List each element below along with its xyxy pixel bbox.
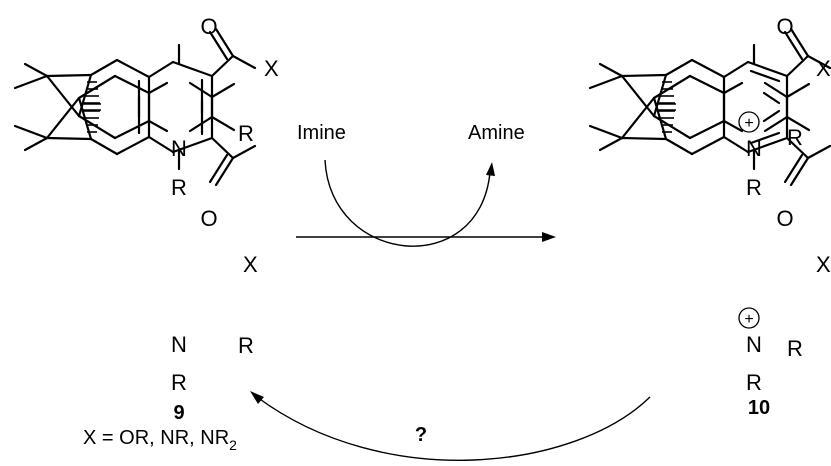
c-substituent-r: R xyxy=(238,333,254,358)
n-substituent-r: R xyxy=(171,175,187,200)
n-substituent-r: R xyxy=(746,175,762,200)
c-substituent-r: R xyxy=(787,125,803,150)
pyridinium-top: O X N + R R xyxy=(588,14,831,200)
c-substituent-r: R xyxy=(787,336,803,361)
ring-nitrogen: N xyxy=(746,332,762,357)
amine-byproduct: Amine xyxy=(468,122,525,144)
charge-sign: + xyxy=(744,115,753,132)
n-substituent-r: R xyxy=(746,370,762,395)
pyridinium-10: O X N + R R 10 xyxy=(588,43,831,419)
regeneration-curved-arrow xyxy=(250,391,651,461)
substituent-definition: X = OR, NR, NR2 xyxy=(83,427,237,453)
ring-nitrogen: N xyxy=(171,136,187,161)
c-substituent-r: R xyxy=(238,121,254,146)
positive-charge-icon xyxy=(738,111,760,133)
substituent-x: X xyxy=(243,252,258,277)
carbonyl-oxygen: O xyxy=(200,206,217,231)
substituent-x: X xyxy=(816,56,831,81)
carbonyl-oxygen: O xyxy=(776,206,793,231)
ring-nitrogen: N xyxy=(746,136,762,161)
charge-sign: + xyxy=(744,311,753,328)
positive-charge-icon xyxy=(738,307,760,329)
n-substituent-r: R xyxy=(171,370,187,395)
main-reaction-arrow xyxy=(296,232,556,242)
ring-nitrogen: N xyxy=(171,332,187,357)
substituent-x: X xyxy=(816,252,831,277)
dihydropyridine-top: O X N R R xyxy=(13,14,279,200)
imine-amine-curved-arrow xyxy=(324,159,495,247)
compound-9-label: 9 xyxy=(173,402,184,424)
substituent-x: X xyxy=(264,56,279,81)
carbonyl-oxygen: O xyxy=(776,14,793,39)
dihydropyridine-9: O X N R R 9 X = OR, NR, NR2 xyxy=(13,43,258,453)
compound-10-label: 10 xyxy=(748,397,770,419)
unknown-step-label: ? xyxy=(415,424,427,446)
imine-reagent: Imine xyxy=(297,122,346,144)
carbonyl-oxygen: O xyxy=(200,14,217,39)
